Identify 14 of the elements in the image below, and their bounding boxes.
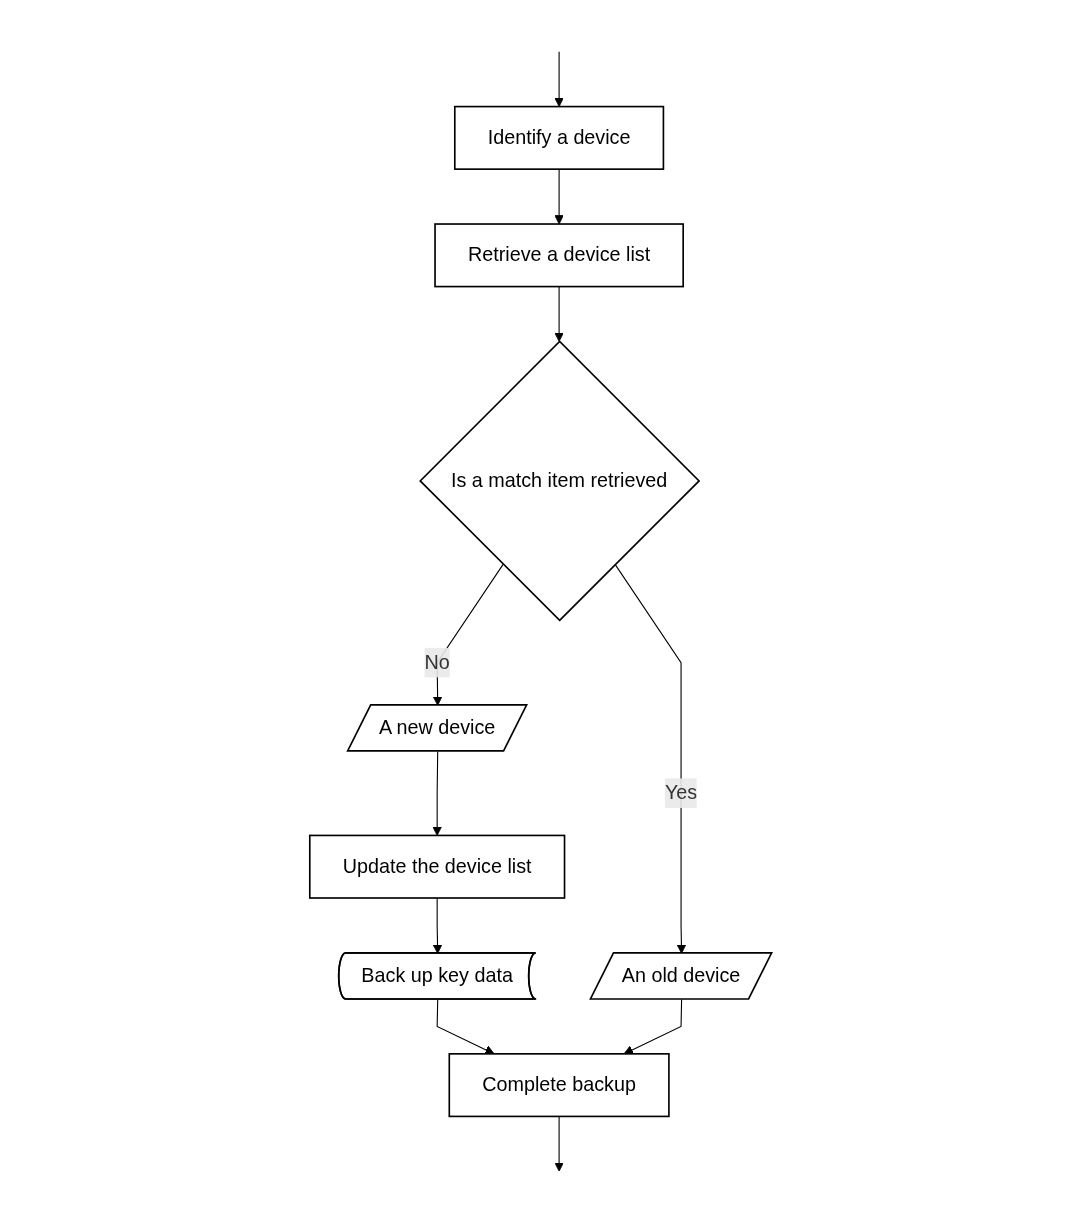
arrow (432, 750, 442, 836)
edge-label: Yes (664, 781, 697, 804)
arrow (436, 999, 495, 1055)
node-box: Complete backup (448, 1053, 670, 1118)
node-box: Identify a device (453, 105, 664, 170)
node-box: Retrieve a device list (434, 223, 684, 288)
arrow (554, 286, 564, 342)
arrow (623, 999, 682, 1055)
arrow (554, 51, 564, 108)
node-diamond: Is a match item retrieved (418, 340, 701, 622)
edge-label: No (424, 651, 450, 674)
arrow (554, 168, 564, 225)
arrow (554, 1115, 564, 1172)
node-box: Update the device list (308, 834, 566, 899)
